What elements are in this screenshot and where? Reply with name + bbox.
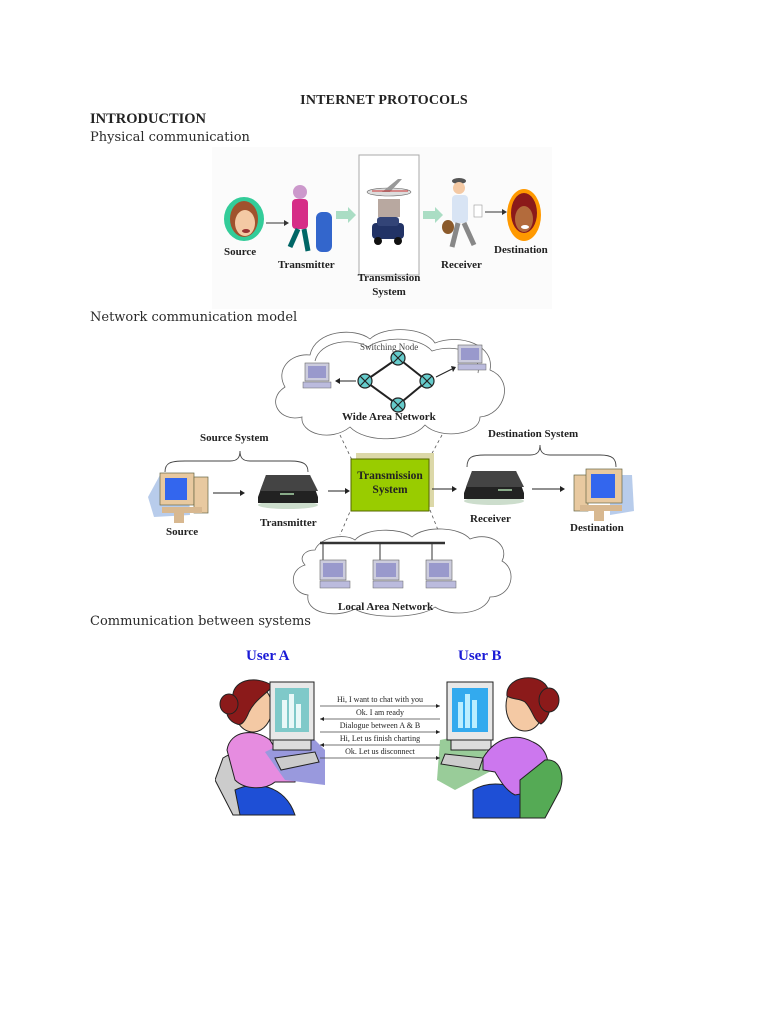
label-destination: Destination xyxy=(570,522,624,534)
figure-physical-communication: Source Transmitter Transmission System R… xyxy=(212,147,552,309)
arrow-right-icon xyxy=(436,756,440,760)
figure-network-model: Switching Node Wide Area Network Source … xyxy=(140,325,640,620)
source-system-brace xyxy=(164,450,309,473)
arrow-left-icon xyxy=(320,717,324,721)
car-icon xyxy=(372,217,404,245)
message-arrows xyxy=(320,704,440,760)
arrow-left-icon xyxy=(320,743,324,747)
physical-communication-diagram xyxy=(224,154,541,276)
arrow-icon xyxy=(335,378,340,384)
destination-computer-icon xyxy=(573,468,634,521)
label-transmission-system: Transmission System xyxy=(356,271,422,299)
network-model-diagram xyxy=(148,329,634,617)
label-transmission-system: Transmission System xyxy=(351,469,429,497)
label-user-b: User B xyxy=(458,648,502,664)
subheading-communication-between-systems: Communication between systems xyxy=(90,614,311,629)
user-b-person-icon xyxy=(472,677,563,819)
label-user-a: User A xyxy=(246,648,290,664)
lan-computer-icon xyxy=(372,559,404,589)
cargo-icon xyxy=(378,199,400,217)
arrow-icon xyxy=(240,490,245,496)
chat-message: Ok. I am ready xyxy=(356,708,404,717)
label-transmission-line1: Transmission xyxy=(357,272,421,284)
receiver-person-icon xyxy=(442,178,483,248)
label-transmission-line2: System xyxy=(372,286,406,298)
label-switching-node: Switching Node xyxy=(360,342,419,352)
label-lan: Local Area Network xyxy=(338,601,434,613)
receiver-modem-icon xyxy=(464,471,524,505)
switching-node-icon xyxy=(419,373,435,389)
label-destination-system: Destination System xyxy=(488,428,579,440)
user-b-computer-icon xyxy=(437,681,494,790)
label-transmitter: Transmitter xyxy=(260,517,317,529)
section-heading-introduction: INTRODUCTION xyxy=(90,111,207,127)
wan-cloud xyxy=(275,329,505,440)
chat-message: Ok. Let us disconnect xyxy=(345,747,415,756)
lan-cloud xyxy=(292,528,512,617)
user-a-computer-icon xyxy=(265,681,325,785)
document-title: INTERNET PROTOCOLS xyxy=(0,93,768,109)
arrow-icon xyxy=(560,486,565,492)
transmitter-modem-icon xyxy=(258,475,318,509)
switching-node-icon xyxy=(390,350,406,366)
lan-computer-icon xyxy=(425,559,457,589)
label-transmitter: Transmitter xyxy=(278,259,335,271)
label-source: Source xyxy=(224,246,257,258)
document-title-text: INTERNET PROTOCOLS xyxy=(300,93,468,108)
destination-person-icon xyxy=(507,189,541,241)
label-transmission-line1: Transmission xyxy=(357,470,423,482)
figure-chat: User A User B Hi, I want to chat with yo… xyxy=(214,640,565,830)
airplane-icon xyxy=(366,179,412,197)
wan-computer-left-icon xyxy=(302,362,332,389)
label-destination: Destination xyxy=(494,244,548,256)
label-source: Source xyxy=(166,526,199,538)
subheading-network-model: Network communication model xyxy=(90,310,298,325)
label-wan: Wide Area Network xyxy=(342,411,436,423)
label-transmission-line2: System xyxy=(372,484,408,496)
label-receiver: Receiver xyxy=(441,259,482,271)
source-computer-icon xyxy=(148,472,209,523)
arrow-right-icon xyxy=(436,730,440,734)
chat-message: Hi, I want to chat with you xyxy=(337,695,423,704)
arrow-icon xyxy=(345,488,350,494)
switching-node-icon xyxy=(390,397,406,413)
subheading-physical-communication: Physical communication xyxy=(90,130,250,145)
destination-system-brace xyxy=(466,444,617,468)
arrow-icon xyxy=(452,486,457,492)
label-source-system: Source System xyxy=(200,432,269,444)
arrow-icon xyxy=(284,220,289,226)
source-person-icon xyxy=(224,197,264,241)
arrow-icon xyxy=(451,366,456,372)
chat-message: Hi, Let us finish charting xyxy=(339,734,421,743)
chat-diagram xyxy=(214,677,563,819)
flow-arrow-icon xyxy=(336,207,356,223)
transmitter-person-icon xyxy=(287,185,332,252)
flow-arrow-icon xyxy=(423,207,443,223)
arrow-right-icon xyxy=(436,704,440,708)
switching-node-icon xyxy=(357,373,373,389)
arrow-icon xyxy=(502,209,507,215)
label-receiver: Receiver xyxy=(470,513,511,525)
lan-computer-icon xyxy=(319,559,351,589)
transmission-system-box xyxy=(350,458,430,512)
chat-message: Dialogue between A & B xyxy=(339,721,421,730)
wan-computer-right-icon xyxy=(457,344,487,371)
